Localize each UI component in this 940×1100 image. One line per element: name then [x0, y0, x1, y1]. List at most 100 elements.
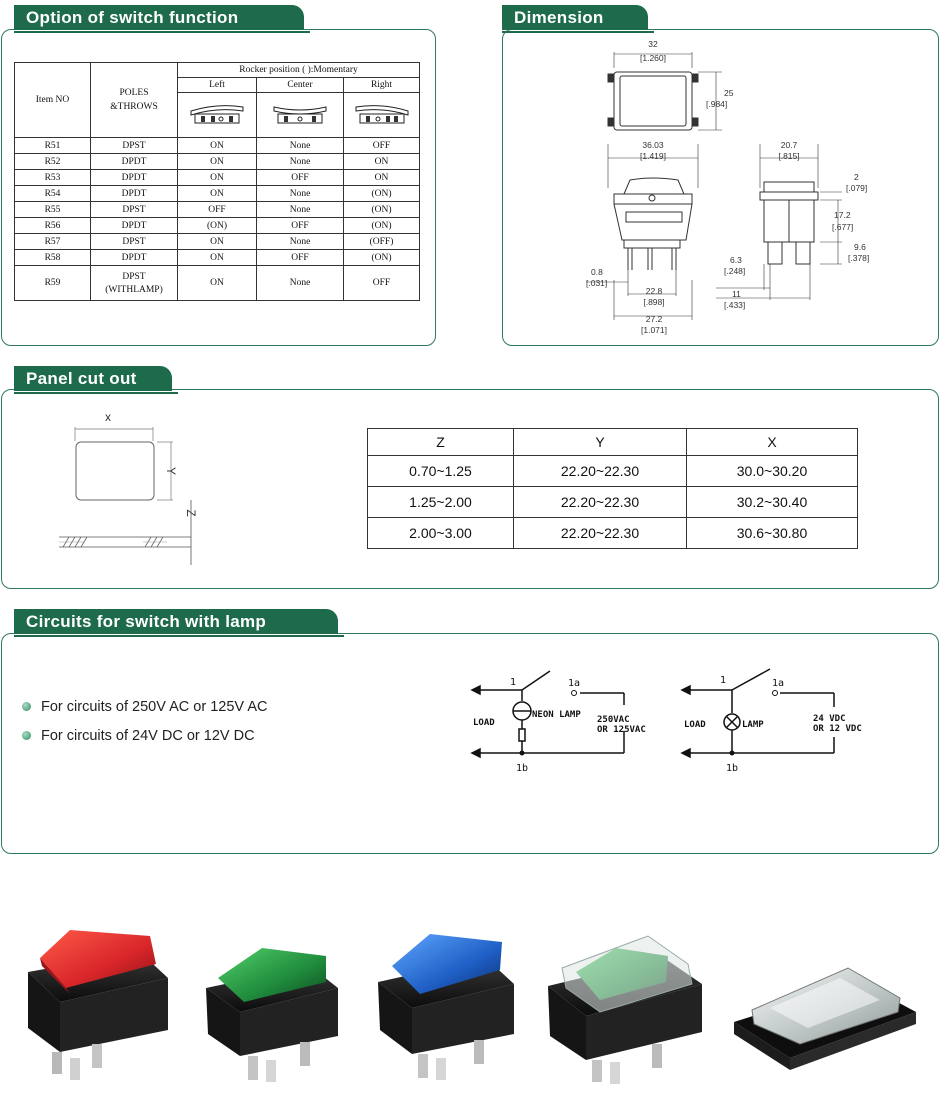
table-cell-item: R57: [14, 233, 91, 250]
cutout-cell: 30.0~30.20: [686, 455, 858, 487]
poles-header: POLES &THROWS: [90, 62, 178, 138]
table-cell-center: OFF: [256, 169, 344, 186]
ac-lamp-label: NEON LAMP: [532, 710, 581, 720]
bullet-ac: For circuits of 250V AC or 125V AC: [22, 692, 267, 721]
table-cell-poles: DPST: [90, 233, 178, 250]
bullet-ac-text: For circuits of 250V AC or 125V AC: [41, 698, 268, 715]
circuits-section-title: Circuits for switch with lamp: [14, 609, 344, 637]
table-cell-left: ON: [177, 153, 257, 170]
dc-lamp-label: LAMP: [742, 720, 764, 730]
green-switch-with-cover-photo: [548, 935, 702, 1084]
table-cell-item: R52: [14, 153, 91, 170]
dim-32: 32: [648, 39, 658, 49]
cutout-cell: 1.25~2.00: [367, 486, 514, 518]
dim-2: 2: [854, 172, 859, 182]
side-view-drawing: [716, 144, 842, 300]
cutout-table: Z Y X 0.70~1.25 22.20~22.30 30.0~30.20 1…: [367, 428, 858, 549]
pos-center-header: Center: [256, 77, 344, 93]
dimension-section-title: Dimension: [502, 5, 654, 33]
table-cell-item: R54: [14, 185, 91, 202]
table-cell-poles: DPDT: [90, 217, 178, 234]
cutout-cell: 0.70~1.25: [367, 455, 514, 487]
rocker-left-icon: [177, 92, 257, 138]
rocker-right-icon: [343, 92, 420, 138]
table-cell-item: R53: [14, 169, 91, 186]
dim-272: 27.2: [646, 314, 663, 324]
cutout-header-z: Z: [367, 428, 514, 456]
table-cell-center: OFF: [256, 217, 344, 234]
table-cell-poles: DPDT: [90, 153, 178, 170]
table-cell-right: ON: [343, 169, 420, 186]
table-cell-center: None: [256, 185, 344, 202]
dim-08-in: [.031]: [586, 278, 607, 288]
cutout-header-x: X: [686, 428, 858, 456]
table-cell-right: (ON): [343, 185, 420, 202]
table-cell-item: R51: [14, 137, 91, 154]
table-cell-left: ON: [177, 233, 257, 250]
table-cell-right: (ON): [343, 201, 420, 218]
dim-96-in: [.378]: [848, 253, 869, 263]
switch-function-table: Item NO POLES &THROWS Rocker position ( …: [14, 62, 420, 301]
blue-lamp-switch-photo: [378, 934, 514, 1080]
dim-11-in: [.433]: [724, 300, 745, 310]
table-cell-left: ON: [177, 185, 257, 202]
ac-circuit-diagram: 1 1a 1b LOAD NEON LAMP 250VAC OR 125VAC: [470, 670, 646, 774]
pos-right-header: Right: [343, 77, 420, 93]
clear-cover-photo: [734, 967, 916, 1070]
dc-voltage-label-1: 24 VDC: [813, 714, 846, 724]
circuits-panel: [1, 633, 939, 854]
dim-228: 22.8: [646, 286, 663, 296]
table-cell-right: (OFF): [343, 233, 420, 250]
table-cell-item: R58: [14, 249, 91, 266]
poles-line1: DPST: [122, 271, 146, 282]
dim-96: 9.6: [854, 242, 866, 252]
ac-voltage-label-2: OR 125VAC: [597, 725, 646, 735]
dim-36: 36.03: [642, 140, 664, 150]
dimension-drawing: 32 [1.260] 25 [.984] 36.03 [1.419] 0.8 […: [586, 39, 869, 335]
dim-2-in: [.079]: [846, 183, 867, 193]
dc-terminal-1b: 1b: [726, 763, 738, 774]
cutout-header-y: Y: [513, 428, 687, 456]
dc-voltage-label-2: OR 12 VDC: [813, 724, 862, 734]
table-cell-right: (ON): [343, 217, 420, 234]
bullet-dc-text: For circuits of 24V DC or 12V DC: [41, 727, 255, 744]
table-cell-poles: DPST: [90, 201, 178, 218]
table-cell-item: R55: [14, 201, 91, 218]
table-cell-center: None: [256, 233, 344, 250]
dc-terminal-1: 1: [720, 675, 726, 686]
product-photos: [28, 930, 916, 1084]
poles-header-line1: POLES: [119, 88, 149, 98]
ac-terminal-1: 1: [510, 677, 516, 688]
rocker-header: Rocker position ( ):Momentary: [177, 62, 420, 78]
panel-cutout-section-title: Panel cut out: [14, 366, 178, 394]
table-cell-center: None: [256, 137, 344, 154]
dim-207: 20.7: [781, 140, 798, 150]
dim-172: 17.2: [834, 210, 851, 220]
table-cell-right: OFF: [343, 137, 420, 154]
cutout-drawing: x Y Z: [59, 410, 198, 565]
ac-load-label: LOAD: [473, 718, 495, 728]
table-cell-item: R59: [14, 265, 91, 301]
table-cell-poles: DPDT: [90, 169, 178, 186]
dim-11: 11: [732, 289, 741, 299]
ac-voltage-label-1: 250VAC: [597, 715, 630, 725]
table-cell-poles: DPDT: [90, 249, 178, 266]
bullet-dc: For circuits of 24V DC or 12V DC: [22, 721, 267, 750]
dc-circuit-diagram: 1 1a 1b LOAD LAMP 24 VDC OR 12 VDC: [680, 668, 862, 774]
cutout-cell: 30.6~30.80: [686, 517, 858, 549]
dim-63: 6.3: [730, 255, 742, 265]
bullet-dot-icon: [22, 731, 31, 740]
ac-terminal-1b: 1b: [516, 763, 528, 774]
table-cell-poles: DPST: [90, 137, 178, 154]
front-view-drawing: [586, 144, 699, 320]
table-cell-left: ON: [177, 265, 257, 301]
dim-25-in: [.984]: [706, 99, 727, 109]
